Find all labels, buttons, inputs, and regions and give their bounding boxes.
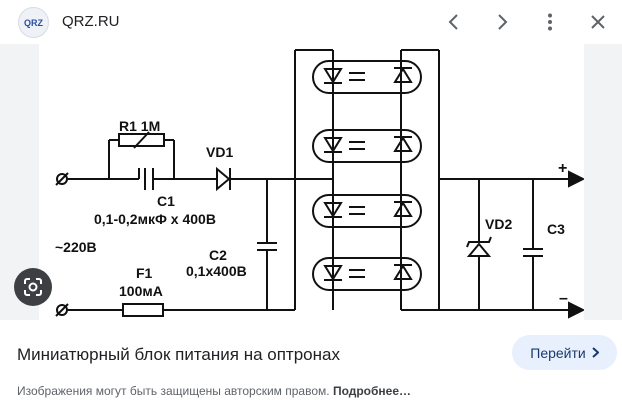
close-icon[interactable]	[583, 7, 613, 37]
more-vert-icon[interactable]	[535, 7, 565, 37]
label-mains: ~220В	[55, 239, 97, 255]
label-c3: C3	[547, 221, 565, 237]
label-f1: F1	[136, 265, 153, 281]
image-title[interactable]: Миниатюрный блок питания на оптронах	[17, 345, 340, 364]
forward-icon[interactable]	[487, 7, 517, 37]
circuit-schematic: R1 1M VD1 C1 0,1-0,2мкФ х 400В ~220В C2 …	[39, 44, 586, 320]
copyright-notice: Изображения могут быть защищены авторски…	[17, 384, 411, 398]
label-vd2: VD2	[485, 216, 512, 232]
copyright-text: Изображения могут быть защищены авторски…	[17, 384, 330, 398]
label-c2-value: 0,1х400В	[186, 263, 247, 279]
top-bar: QRZ QRZ.RU	[0, 0, 622, 44]
visit-label: Перейти	[530, 344, 586, 361]
site-name[interactable]: QRZ.RU	[62, 13, 120, 30]
label-c2: C2	[209, 247, 227, 263]
label-plus: +	[558, 160, 567, 177]
lens-icon[interactable]	[14, 268, 52, 306]
label-c1: C1	[157, 193, 175, 209]
image-preview[interactable]: R1 1M VD1 C1 0,1-0,2мкФ х 400В ~220В C2 …	[0, 44, 622, 320]
label-c1-value: 0,1-0,2мкФ х 400В	[94, 211, 216, 227]
label-f1-value: 100мА	[119, 283, 163, 299]
chevron-right-icon	[592, 345, 600, 361]
back-icon[interactable]	[439, 7, 469, 37]
label-vd1: VD1	[206, 144, 233, 160]
site-logo[interactable]: QRZ	[18, 7, 49, 38]
visit-button[interactable]: Перейти	[512, 335, 617, 370]
label-r1: R1 1M	[119, 118, 160, 134]
label-minus: –	[559, 290, 568, 307]
learn-more-link[interactable]: Подробнее…	[332, 384, 412, 398]
